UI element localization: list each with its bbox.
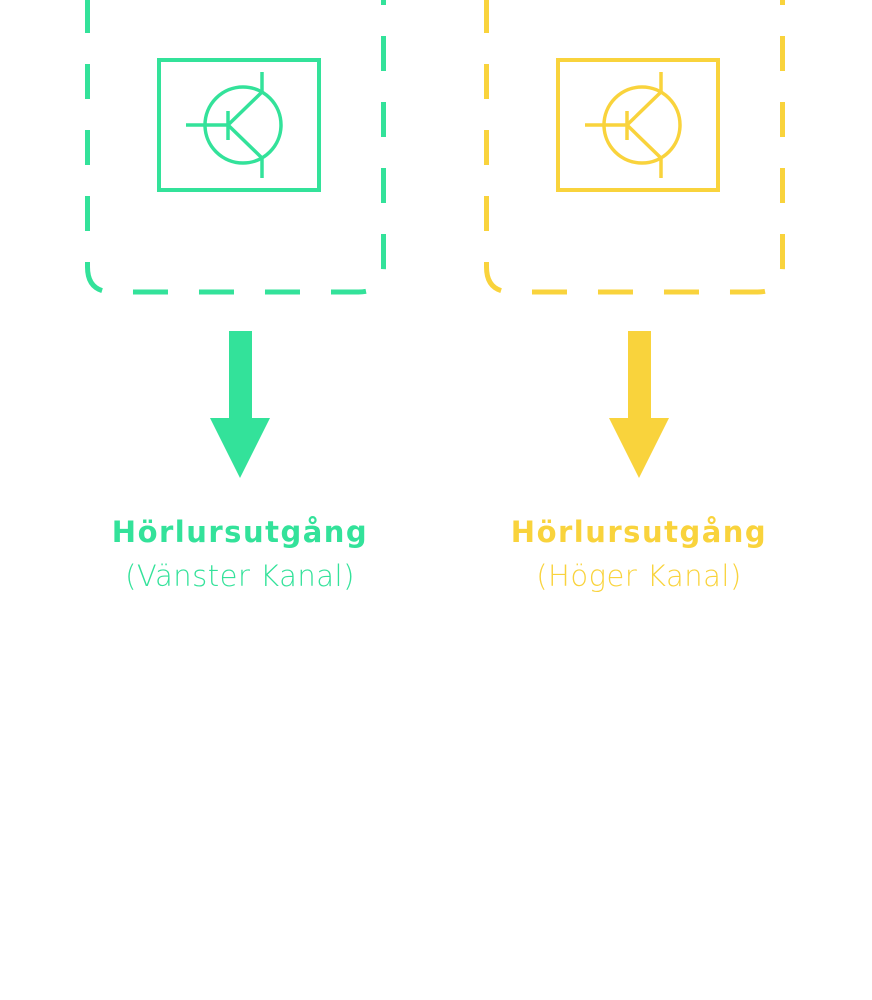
down-arrow-icon (210, 331, 270, 478)
left-module-box (88, 0, 384, 292)
right-module-box (487, 0, 783, 292)
right-channel-title: Hörlursutgång (511, 515, 767, 549)
transistor-icon (88, 0, 384, 292)
left-channel-subtitle: (Vänster Kanal) (125, 559, 355, 593)
left-channel-title: Hörlursutgång (112, 515, 368, 549)
right-channel-subtitle: (Höger Kanal) (536, 559, 742, 593)
down-arrow-icon (609, 331, 669, 478)
left-channel: Hörlursutgång (Vänster Kanal) (88, 0, 384, 593)
right-channel: Hörlursutgång (Höger Kanal) (487, 0, 783, 593)
transistor-icon (487, 0, 783, 292)
